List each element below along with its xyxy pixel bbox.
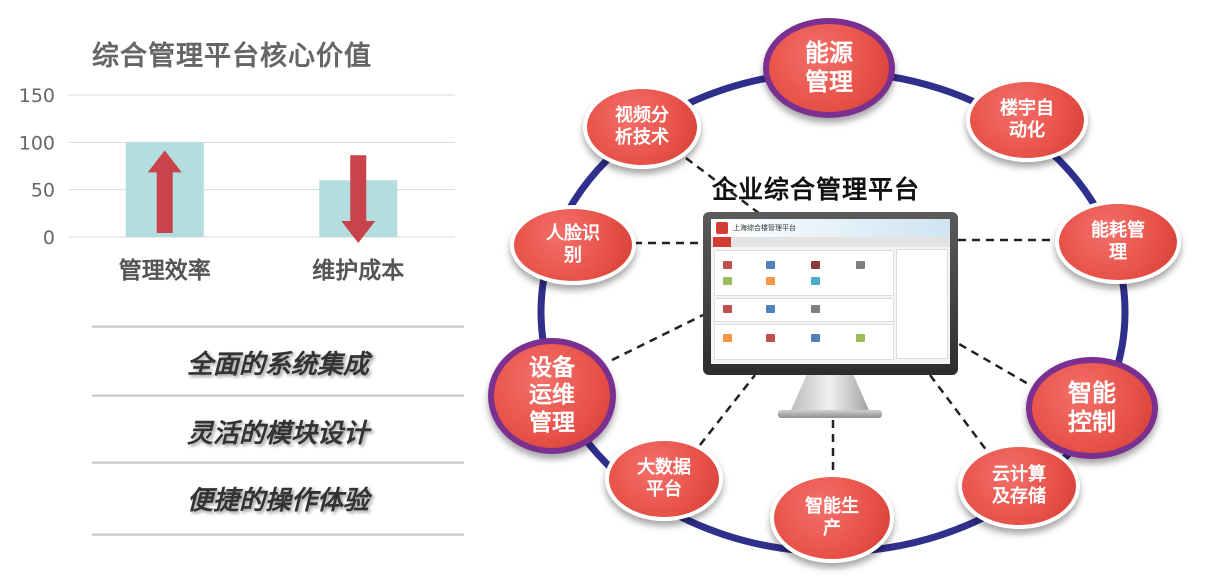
monitor-screen: 上海综合楼管理平台 [711, 219, 950, 364]
divider-1 [92, 325, 464, 328]
y-tick-label: 50 [31, 180, 55, 202]
screen-icon [766, 261, 775, 269]
feature-system-integration: 全面的系统集成 [186, 350, 369, 380]
screen-panel-2 [714, 298, 894, 322]
screen-logo [716, 222, 728, 234]
chart-title: 综合管理平台核心价值 [92, 41, 372, 72]
node-energy-consumption: 能耗管 理 [1055, 200, 1181, 284]
screen-header-text: 上海综合楼管理平台 [733, 224, 796, 232]
screen-icon [766, 334, 775, 342]
trend-arrow [341, 155, 376, 243]
screen-icon [811, 277, 820, 285]
monitor-base [778, 410, 882, 418]
x-category-label: 维护成本 [312, 257, 404, 284]
platform-title: 企业综合管理平台 [712, 175, 921, 204]
node-energy-management: 能源 管理 [763, 18, 895, 118]
screen-side-panel [896, 249, 948, 359]
feature-operation-experience: 便捷的操作体验 [186, 486, 369, 516]
screen-icon [811, 334, 820, 342]
screen-icon [723, 334, 732, 342]
screen-subbar [711, 237, 950, 247]
screen-icon [856, 261, 865, 269]
screen-topbar [711, 219, 950, 237]
screen-panel-1 [714, 250, 894, 296]
node-face-recognition: 人脸识 别 [510, 205, 636, 285]
node-cloud-storage: 云计算 及存储 [958, 443, 1080, 529]
node-smart-production: 智能生 产 [770, 473, 894, 563]
screen-icon [811, 261, 820, 269]
screen-panel-3 [714, 324, 894, 360]
divider-4 [92, 533, 464, 536]
connector-lines [611, 157, 1060, 478]
screen-icon [811, 305, 820, 313]
node-smart-control: 智能 控制 [1026, 357, 1158, 459]
bar-chart: 0 50 100 150 管理效率 维护成本 [19, 85, 455, 284]
screen-icon [723, 277, 732, 285]
divider-3 [92, 461, 464, 464]
node-equipment-maintenance: 设备 运维 管理 [488, 338, 616, 454]
feature-module-design: 灵活的模块设计 [186, 419, 369, 449]
node-building-automation: 楼宇自 动化 [966, 78, 1088, 162]
y-tick-label: 150 [19, 85, 55, 107]
x-category-label: 管理效率 [119, 257, 211, 284]
y-tick-label: 0 [43, 227, 55, 249]
node-video-analysis: 视频分 析技术 [583, 85, 701, 169]
screen-tab [713, 237, 731, 247]
screen-icon [766, 305, 775, 313]
y-tick-label: 100 [19, 132, 55, 154]
screen-icon [723, 305, 732, 313]
divider-2 [92, 394, 464, 397]
screen-icon [723, 261, 732, 269]
trend-arrow [147, 150, 182, 233]
screen-icon [766, 277, 775, 285]
monitor: 上海综合楼管理平台 [703, 212, 958, 375]
screen-icon [856, 334, 865, 342]
node-big-data-platform: 大数据 平台 [605, 437, 723, 521]
